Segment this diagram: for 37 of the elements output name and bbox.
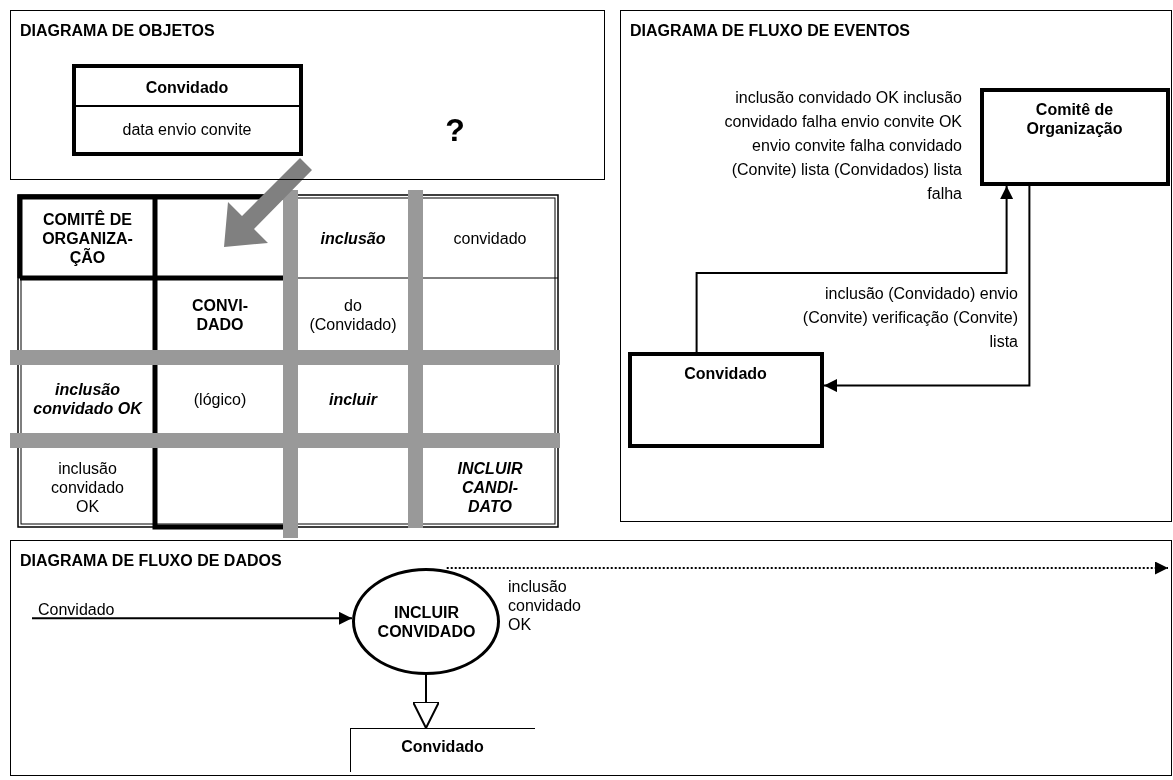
cell-text: COMITÊ DE ORGANIZA- ÇÃO xyxy=(41,209,134,267)
process-name: INCLUIR CONVIDADO xyxy=(376,602,477,641)
class-attribute: data envio convite xyxy=(121,119,253,139)
arrow xyxy=(412,674,440,729)
panel-title: DIAGRAMA DE OBJETOS xyxy=(20,21,215,40)
entity-name: Convidado xyxy=(683,363,768,383)
edge-label: inclusão (Convidado) envio (Convite) verificação (Convite) lista xyxy=(801,284,1018,352)
data-store xyxy=(349,727,535,772)
edge-label: inclusão convidado OK inclusão convidado falha envio convite OK envio convite falha convidado (Convite) lista (Convidados) lista falha xyxy=(723,88,962,204)
cell-text: CONVI- DADO xyxy=(191,296,249,334)
cell-text: do (Convidado) xyxy=(308,296,398,334)
arrow xyxy=(695,185,1014,353)
cell-text: (lógico) xyxy=(193,389,247,409)
cell-text: inclusão convidado OK xyxy=(32,380,144,418)
cell-text: convidado xyxy=(453,228,527,248)
store-name: Convidado xyxy=(400,736,485,756)
question-mark: ? xyxy=(445,112,465,148)
cell-text: incluir xyxy=(329,389,377,409)
dotted-arrow xyxy=(445,561,1169,575)
edge-label: inclusão convidado OK xyxy=(508,577,582,634)
diagram-panel xyxy=(10,540,1172,776)
class-box xyxy=(71,63,303,156)
cell-text: inclusão convidado OK xyxy=(50,458,125,516)
edge-label: Convidado xyxy=(38,600,116,619)
panel-title: DIAGRAMA DE FLUXO DE EVENTOS xyxy=(630,21,911,40)
arrow xyxy=(31,611,353,625)
panel-title: DIAGRAMA DE FLUXO DE DADOS xyxy=(20,551,282,570)
cell-text: inclusão xyxy=(320,228,386,248)
cell-text: INCLUIR CANDI- DATO xyxy=(456,458,524,516)
entity-name: Comitê de Organização xyxy=(1025,99,1124,138)
diagram-panel xyxy=(620,10,1172,522)
class-name: Convidado xyxy=(144,77,230,97)
entity-box xyxy=(979,87,1170,186)
process-ellipse xyxy=(351,567,500,675)
diagram-panel xyxy=(10,10,605,180)
entity-box xyxy=(627,351,824,448)
arrow xyxy=(823,185,1031,393)
